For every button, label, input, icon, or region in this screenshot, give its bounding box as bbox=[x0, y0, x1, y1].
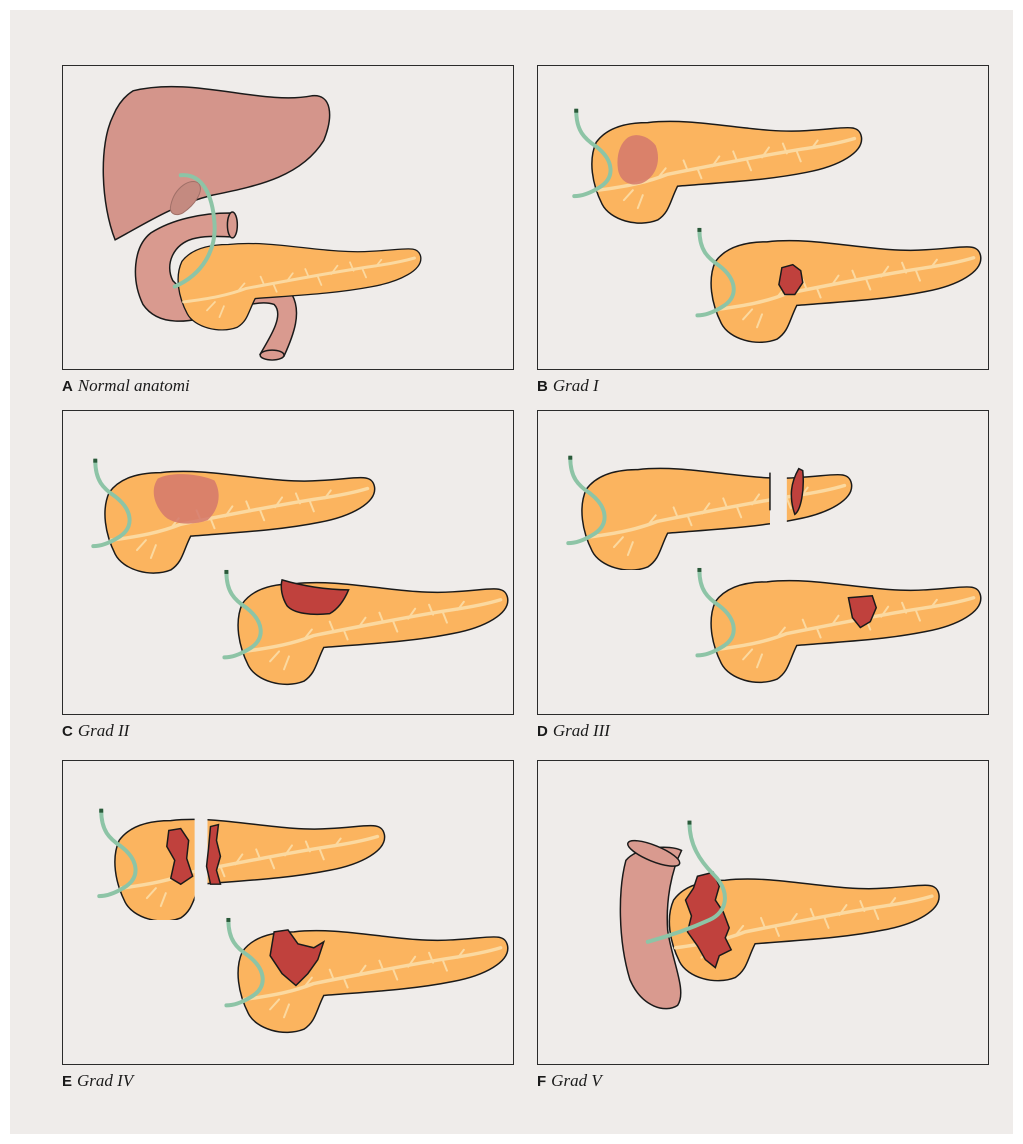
caption-letter: D bbox=[537, 723, 548, 740]
panel-e-grade-4 bbox=[62, 760, 514, 1065]
grade-5-illustration bbox=[538, 761, 988, 1064]
caption-text: Normal anatomi bbox=[78, 376, 190, 395]
caption-e: E Grad IV bbox=[62, 1071, 133, 1091]
caption-letter: A bbox=[62, 378, 73, 395]
pancreas bbox=[178, 243, 421, 329]
caption-letter: E bbox=[62, 1073, 72, 1090]
pancreas-lower bbox=[238, 583, 508, 685]
caption-letter: B bbox=[537, 378, 548, 395]
caption-f: F Grad V bbox=[537, 1071, 602, 1091]
caption-a: A Normal anatomi bbox=[62, 376, 190, 396]
caption-text: Grad III bbox=[553, 721, 610, 740]
figure: A Normal anatomi B Grad I C Grad II bbox=[10, 10, 1013, 1134]
pancreas-upper bbox=[105, 471, 375, 573]
normal-anatomy-illustration bbox=[63, 66, 513, 369]
caption-text: Grad V bbox=[551, 1071, 602, 1090]
pancreas-lower bbox=[711, 581, 981, 683]
grade-1-illustration bbox=[538, 66, 988, 369]
panel-c-grade-2 bbox=[62, 410, 514, 715]
caption-c: C Grad II bbox=[62, 721, 129, 741]
caption-letter: F bbox=[537, 1073, 546, 1090]
grade-3-illustration bbox=[538, 411, 988, 714]
pancreas-lower bbox=[711, 241, 981, 343]
panel-a-normal-anatomy bbox=[62, 65, 514, 370]
caption-text: Grad IV bbox=[77, 1071, 133, 1090]
caption-text: Grad II bbox=[78, 721, 129, 740]
panel-f-grade-5 bbox=[537, 760, 989, 1065]
caption-b: B Grad I bbox=[537, 376, 599, 396]
panel-b-grade-1 bbox=[537, 65, 989, 370]
grade-2-illustration bbox=[63, 411, 513, 714]
grade-4-illustration bbox=[63, 761, 513, 1064]
caption-d: D Grad III bbox=[537, 721, 610, 741]
caption-letter: C bbox=[62, 723, 73, 740]
caption-text: Grad I bbox=[553, 376, 599, 395]
panel-d-grade-3 bbox=[537, 410, 989, 715]
